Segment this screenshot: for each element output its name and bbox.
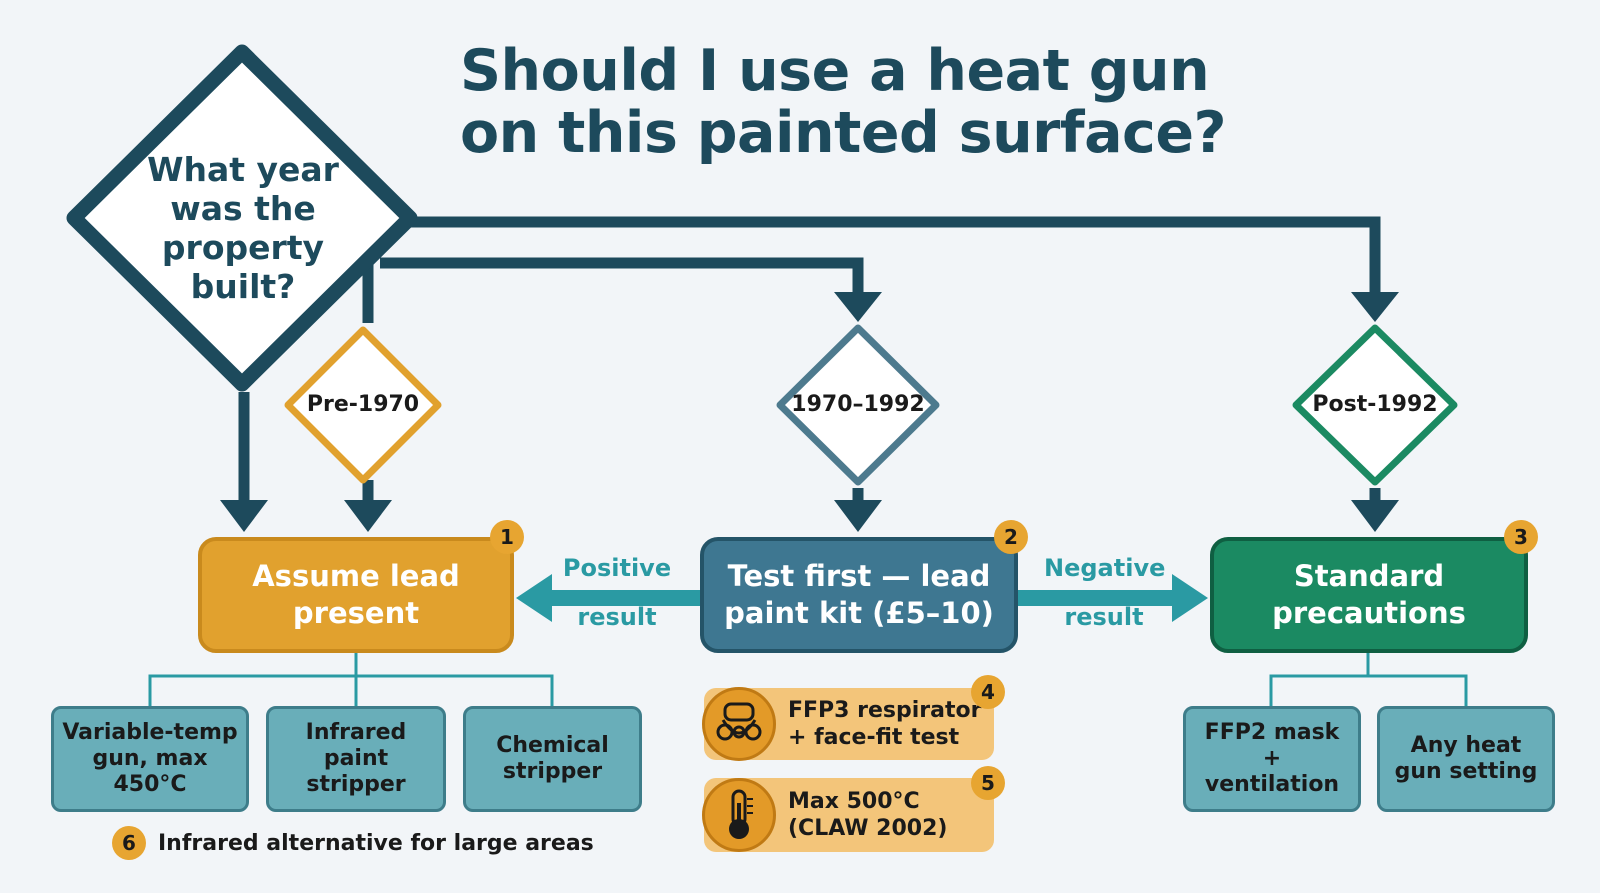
positive-result-label-2: result [557, 603, 677, 631]
outcome-assume-lead-label: Assume lead present [252, 559, 460, 630]
negative-result-label: Negative [1044, 554, 1166, 582]
arrowhead-post-top [1351, 292, 1399, 322]
post-1992-diamond [1292, 324, 1458, 486]
title-line-2: on this painted surface? [460, 100, 1227, 166]
option-chemical-stripper: Chemical stripper [463, 706, 642, 812]
1970-1992-diamond [776, 324, 940, 486]
option-label: Chemical stripper [496, 733, 609, 784]
outcome-test-first: Test first — lead paint kit (£5–10) [700, 537, 1018, 653]
outcome-standard-precautions-label: Standard precautions [1272, 559, 1466, 630]
outcome-standard-precautions: Standard precautions [1210, 537, 1528, 653]
option-any-heat-gun: Any heat gun setting [1377, 706, 1555, 812]
question-diamond [66, 44, 418, 392]
pre-1970-diamond [284, 326, 442, 484]
negative-label-line-2: result [1064, 603, 1144, 631]
option-infrared-stripper: Infrared paint stripper [266, 706, 446, 812]
step-number-badge: 6 [112, 826, 146, 860]
outcome-test-first-label: Test first — lead paint kit (£5–10) [724, 559, 994, 630]
positive-label-line-1: Positive [562, 554, 672, 582]
question-text: What year was the property built? [147, 150, 339, 306]
positive-arrowhead [516, 574, 552, 622]
page-title: Should I use a heat gun on this painted … [460, 40, 1460, 164]
negative-label-line-1: Negative [1044, 554, 1166, 582]
option-variable-temp-gun: Variable-temp gun, max 450°C [51, 706, 249, 812]
requirement-max-temp: Max 500°C (CLAW 2002) [702, 778, 994, 852]
step-number-badge: 3 [1504, 520, 1538, 554]
std-options-bracket-h [1269, 674, 1468, 706]
option-label: Any heat gun setting [1394, 733, 1538, 784]
option-ffp2-mask: FFP2 mask + ventilation [1183, 706, 1361, 812]
connector-mid [380, 257, 864, 296]
step-number-badge: 1 [490, 520, 524, 554]
positive-result-label: Positive [557, 554, 677, 582]
negative-result-label-2: result [1044, 603, 1164, 631]
step-number-badge: 4 [971, 675, 1005, 709]
positive-arrow-shaft [548, 590, 700, 606]
requirement-label: Max 500°C (CLAW 2002) [788, 789, 948, 841]
arrowhead-post [1351, 500, 1399, 532]
branch-label-1970-1992: 1970–1992 [791, 392, 925, 417]
negative-arrowhead [1172, 574, 1208, 622]
requirement-label: FFP3 respirator + face-fit test [788, 698, 982, 750]
step-number-badge: 5 [971, 766, 1005, 800]
lead-options-bracket-h [148, 674, 554, 706]
option-label: Variable-temp gun, max 450°C [62, 720, 238, 797]
negative-arrow-shaft [1018, 590, 1174, 606]
connector-post [400, 216, 1381, 296]
thermometer-icon [702, 778, 776, 852]
outcome-assume-lead: Assume lead present [198, 537, 514, 653]
arrowhead-question [220, 500, 268, 532]
arrowhead-mid [834, 500, 882, 532]
arrowhead-pre [344, 500, 392, 532]
branch-label-pre-1970: Pre-1970 [306, 392, 420, 417]
option-label: Infrared paint stripper [305, 720, 407, 797]
requirement-ffp3-respirator: FFP3 respirator + face-fit test [702, 687, 994, 761]
infrared-note: 6 Infrared alternative for large areas [112, 826, 594, 860]
branch-label-post-1992: Post-1992 [1312, 392, 1438, 417]
option-label: FFP2 mask + ventilation [1204, 720, 1340, 797]
infrared-note-label: Infrared alternative for large areas [158, 830, 594, 856]
title-line-1: Should I use a heat gun [460, 38, 1210, 104]
arrowhead-mid-top [834, 292, 882, 322]
step-number-badge: 2 [994, 520, 1028, 554]
positive-label-line-2: result [577, 603, 657, 631]
respirator-icon [702, 687, 776, 761]
